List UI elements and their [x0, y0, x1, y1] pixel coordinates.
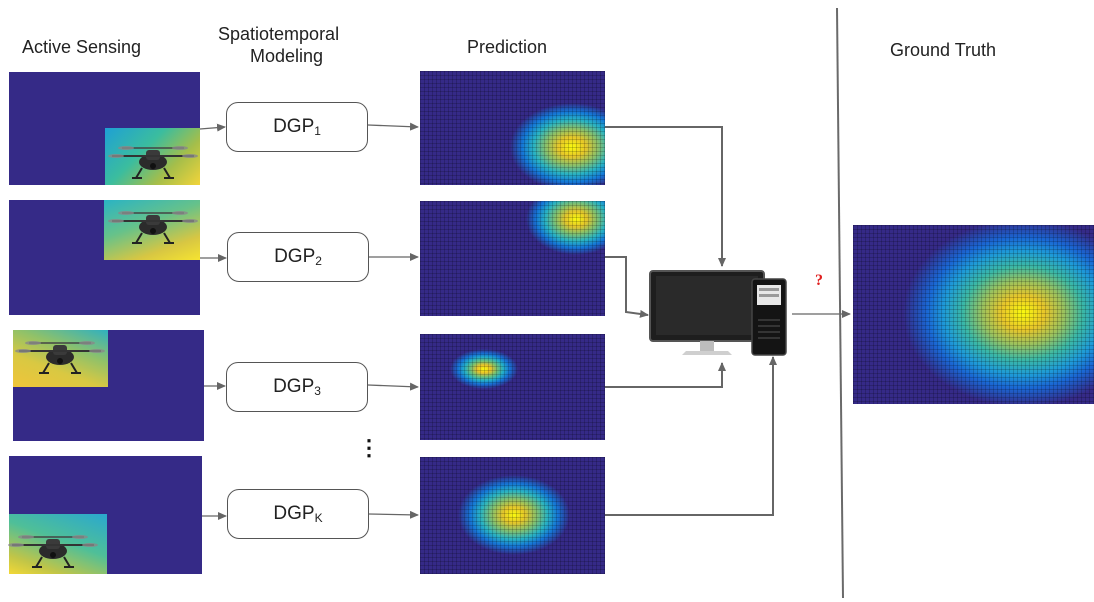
active-sensing-title: Active Sensing: [22, 37, 142, 57]
arrow-dgp-to-pred-3: [367, 382, 419, 391]
dgp-subscript-k: K: [314, 511, 323, 525]
dgp-subscript-3: 3: [314, 384, 321, 398]
sensing-map-2: [9, 200, 200, 315]
prediction-heatmap-k: [420, 457, 605, 574]
dgp-label-1: DGP: [273, 116, 315, 137]
computer-icon: [649, 270, 787, 356]
arrow-predk-to-computer: [605, 356, 777, 516]
ground-truth-heatmap: [853, 225, 1094, 404]
prediction-heatmap-1: [420, 71, 605, 185]
question-mark: ?: [815, 272, 823, 289]
dgp-subscript-2: 2: [315, 254, 322, 268]
prediction-title: Prediction: [467, 37, 548, 57]
drone-icon-3: [14, 340, 106, 374]
section-divider: [836, 7, 844, 599]
drone-icon-1: [107, 145, 199, 179]
arrow-sense-to-dgp-1: [199, 123, 226, 132]
dgp-label-2: DGP: [274, 246, 316, 267]
arrow-pred1-to-computer: [605, 126, 726, 267]
arrow-dgp-to-pred-k: [368, 510, 419, 519]
dgp-subscript-1: 1: [314, 124, 321, 138]
arrow-dgp-to-pred-1: [367, 122, 419, 131]
ground-truth-title: Ground Truth: [890, 40, 997, 60]
arrow-pred3-to-computer: [605, 362, 726, 388]
prediction-heatmap-3: [420, 334, 605, 440]
spatiotemporal-title-line2: Modeling: [250, 46, 324, 66]
prediction-heatmap-2: [420, 201, 605, 316]
drone-icon-k: [7, 534, 99, 568]
drone-icon-2: [107, 210, 199, 244]
dgp-label-k: DGP: [273, 503, 315, 524]
arrow-pred2-to-computer: [605, 256, 649, 318]
dgp-label-3: DGP: [273, 376, 315, 397]
spatiotemporal-title-line1: Spatiotemporal: [218, 24, 340, 44]
